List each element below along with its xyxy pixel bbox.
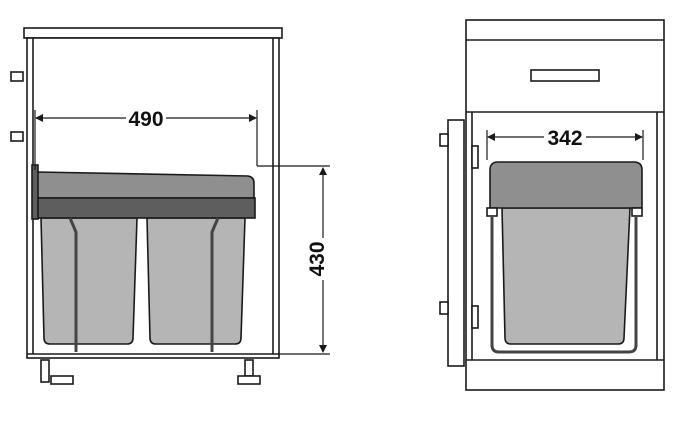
side-bin-rail xyxy=(490,216,638,354)
frame-bracket xyxy=(31,164,39,220)
side-view xyxy=(439,19,665,391)
dimension-width-label-bg xyxy=(126,106,166,130)
door-hinge-top xyxy=(439,133,449,147)
side-bin-clip-right xyxy=(631,207,643,217)
foot-right xyxy=(244,359,254,377)
hinge-lower xyxy=(10,131,24,142)
hinge-plate-bottom xyxy=(471,305,479,329)
cabinet-top xyxy=(23,27,283,39)
dimension-height-label-bg xyxy=(311,238,335,280)
dimension-depth-label-bg xyxy=(544,125,586,149)
rail-left xyxy=(68,217,78,352)
door-hinge-bottom xyxy=(439,301,449,315)
dimension-depth-label: 342 xyxy=(547,127,582,150)
side-bin-clip-left xyxy=(486,207,498,217)
hinge-plate-top xyxy=(471,145,479,169)
side-bin-lid xyxy=(489,161,643,209)
foot-left-base xyxy=(50,375,74,385)
hinge-upper xyxy=(10,71,24,82)
front-view xyxy=(10,27,283,385)
dimension-width-label: 490 xyxy=(128,108,163,131)
foot-left xyxy=(40,359,50,383)
rail-right xyxy=(210,217,220,352)
lid xyxy=(36,171,255,199)
drawer-handle xyxy=(530,69,600,82)
bin-right xyxy=(146,217,246,345)
dimension-height-label: 430 xyxy=(306,241,329,276)
foot-right-base xyxy=(237,375,261,385)
frame-bar xyxy=(34,197,256,219)
door xyxy=(447,119,465,367)
bin-left xyxy=(40,217,138,345)
side-bin xyxy=(501,207,631,345)
